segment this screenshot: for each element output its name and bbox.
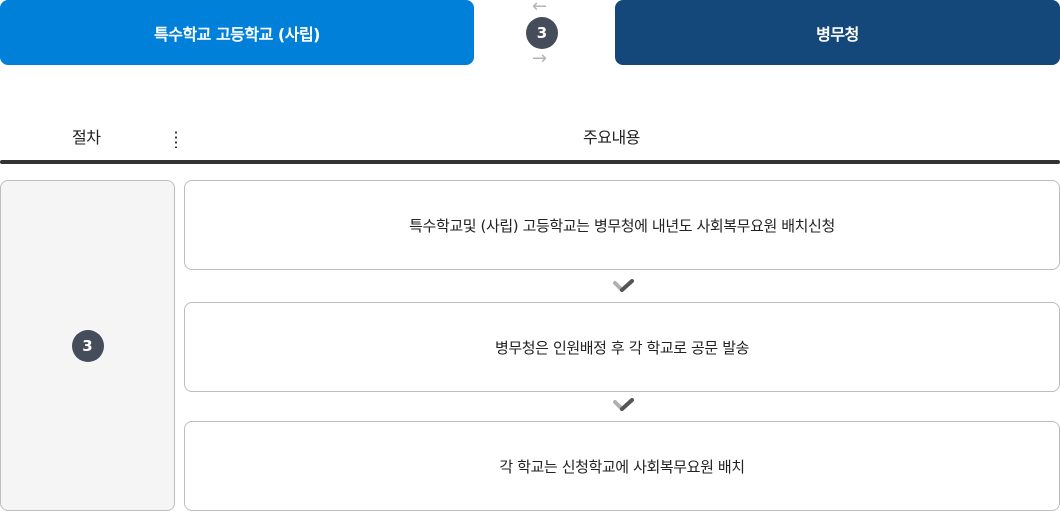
- content-item: 특수학교및 (사립) 고등학교는 병무청에 내년도 사회복무요원 배치신청: [184, 180, 1060, 270]
- exchange-indicator: ← 3 →: [522, 0, 562, 70]
- header-divider: [175, 130, 177, 148]
- arrow-left-icon: ←: [532, 0, 548, 17]
- table-header: 절차 주요내용: [0, 110, 1060, 162]
- chevron-down-icon: [613, 398, 634, 411]
- content-item: 각 학교는 신청학교에 사회복무요원 배치: [184, 421, 1060, 511]
- school-org-label: 특수학교 고등학교 (사립): [154, 24, 320, 44]
- content-item-text: 특수학교및 (사립) 고등학교는 병무청에 내년도 사회복무요원 배치신청: [409, 216, 835, 235]
- school-org-box: 특수학교 고등학교 (사립): [0, 0, 474, 65]
- chevron-down-icon: [613, 279, 634, 292]
- content-item-text: 병무청은 인원배정 후 각 학교로 공문 발송: [494, 338, 749, 357]
- mma-org-box: 병무청: [615, 0, 1060, 65]
- step-badge: 3: [526, 17, 558, 49]
- arrow-right-icon: →: [532, 48, 548, 69]
- step-number: 3: [536, 24, 548, 42]
- content-item-text: 각 학교는 신청학교에 사회복무요원 배치: [499, 457, 745, 476]
- step-badge: 3: [71, 329, 104, 362]
- mma-org-label: 병무청: [816, 24, 859, 44]
- header-main-content: 주요내용: [583, 128, 640, 147]
- header-rule: [0, 160, 1060, 164]
- content-item: 병무청은 인원배정 후 각 학교로 공문 발송: [184, 302, 1060, 392]
- header-procedure: 절차: [72, 128, 101, 147]
- procedure-cell: 3: [0, 180, 175, 511]
- step-number: 3: [82, 336, 93, 355]
